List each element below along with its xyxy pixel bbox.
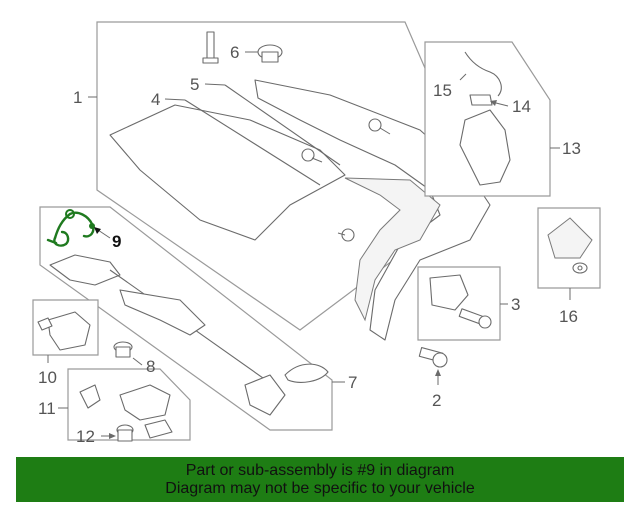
bolt-part [202, 31, 219, 64]
clip-11 [144, 419, 173, 439]
switch-14 [469, 94, 493, 106]
leader-4 [164, 98, 186, 101]
callout-1: 1 [73, 88, 82, 107]
callout-2: 2 [432, 391, 441, 410]
leader-8 [132, 357, 143, 366]
roof-frame-inner [344, 177, 441, 322]
arrow-2 [435, 369, 441, 376]
connector-10 [37, 317, 53, 331]
pad-16 [547, 217, 593, 259]
callout-7: 7 [348, 373, 357, 392]
arrow-12 [109, 433, 116, 439]
banner-line-1: Part or sub-assembly is #9 in diagram [185, 461, 455, 479]
grommet-8-part [113, 341, 133, 358]
cap-12-part [116, 424, 134, 442]
leader-5 [204, 83, 226, 86]
bracket-10 [47, 311, 91, 351]
latch-assembly-13 [459, 109, 511, 186]
info-banner: Part or sub-assembly is #9 in diagram Di… [16, 457, 624, 502]
banner-line-2: Diagram may not be specific to your vehi… [165, 479, 475, 497]
callout-13: 13 [562, 139, 581, 158]
callout-16: 16 [559, 307, 578, 326]
callout-4: 4 [151, 90, 160, 109]
bracket-11-a [79, 384, 101, 409]
bracket-3 [429, 274, 469, 311]
callout-11: 11 [38, 399, 56, 418]
cap-6-part [257, 44, 283, 63]
arrow-14 [490, 100, 497, 106]
bolt-2-part [418, 347, 448, 368]
callout-15: 15 [433, 81, 452, 100]
harness-9-highlighted [46, 209, 95, 247]
callout-9: 9 [112, 232, 121, 251]
linkage-end-bracket [244, 374, 286, 416]
screw-part-a [368, 118, 391, 135]
screw-part-c [337, 228, 355, 242]
screw-part-b [301, 148, 323, 163]
roof-panel [109, 104, 346, 241]
linkage-cable [284, 363, 329, 383]
callout-12: 12 [76, 427, 95, 446]
callout-8: 8 [146, 357, 155, 376]
cable-15 [464, 51, 502, 97]
arrow-9 [94, 227, 101, 234]
callout-10: 10 [38, 368, 57, 387]
linkage-arm [119, 289, 206, 336]
callout-6: 6 [230, 43, 239, 62]
callout-5: 5 [190, 75, 199, 94]
clip-16-part [572, 262, 588, 274]
parts-diagram: 1 2 3 4 5 6 7 8 9 10 11 12 13 14 15 16 [32, 21, 601, 446]
seal-strip-5 [224, 84, 341, 166]
seal-strip-4 [184, 99, 321, 186]
callout-14: 14 [512, 97, 531, 116]
leader-15 [459, 73, 467, 81]
bolt-3-part [458, 308, 492, 329]
bracket-11-b [119, 384, 171, 421]
callout-3: 3 [511, 295, 520, 314]
linkage-bracket [49, 254, 121, 286]
